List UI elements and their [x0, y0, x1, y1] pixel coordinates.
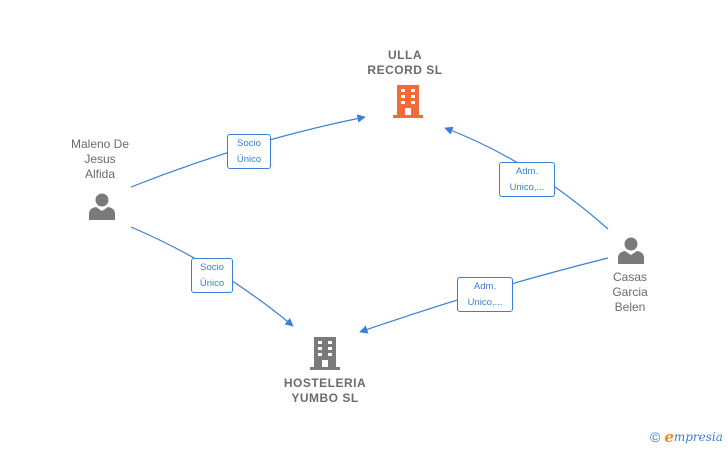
company-label-hosteleria-yumbo[interactable]: HOSTELERIA YUMBO SL [283, 376, 367, 405]
building-icon[interactable] [392, 84, 424, 118]
brand-initial: e [664, 428, 674, 446]
copyright-symbol: © [650, 429, 661, 445]
person-label-casas[interactable]: Casas Garcia Belen [612, 270, 648, 314]
building-icon[interactable] [309, 336, 341, 370]
edge-label-adm-unico[interactable]: Adm. Unico,... [499, 162, 555, 197]
person-label-maleno[interactable]: Maleno De Jesus Alfida [70, 137, 130, 181]
empresia-logo[interactable]: © e mpresia [650, 428, 723, 446]
brand-name: mpresia [673, 430, 723, 444]
edge-label-adm-unico[interactable]: Adm. Unico,... [457, 277, 513, 312]
edge-label-socio-unico[interactable]: Socio Único [227, 134, 271, 169]
edge-label-socio-unico[interactable]: Socio Único [191, 258, 233, 293]
company-label-ulla-record[interactable]: ULLA RECORD SL [367, 48, 443, 77]
person-icon[interactable] [88, 192, 116, 220]
person-icon[interactable] [617, 236, 645, 264]
